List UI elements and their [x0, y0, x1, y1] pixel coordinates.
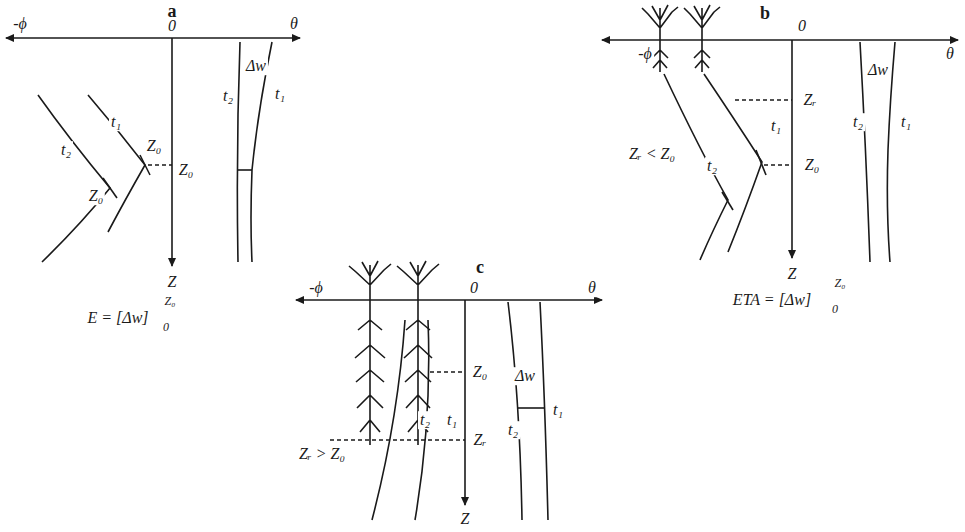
axis-label: t₁ — [445, 411, 459, 429]
axis-label: Z₀ — [471, 363, 489, 381]
axis-label: Z — [166, 273, 179, 291]
axis-label: Zᵣ > Z₀ — [297, 445, 347, 463]
axis-label: θ — [586, 279, 598, 297]
axis-label: Δw — [244, 57, 268, 75]
axis-label: t₁ — [899, 113, 913, 131]
axis-label: t₂ — [221, 87, 235, 105]
axis-label: 0 — [161, 321, 171, 334]
axis-label: t₁ — [109, 113, 123, 131]
axis-label: Z — [786, 265, 799, 283]
axis-label: Z — [459, 510, 472, 528]
axis-label: E = [Δw] — [85, 309, 150, 327]
axis-label: -ϕ — [636, 45, 654, 63]
axis-label: t₂ — [705, 157, 719, 175]
axis-label: 0 — [468, 279, 480, 297]
axis-label: 0 — [830, 303, 840, 316]
axis-label: t₁ — [551, 401, 565, 419]
axis-label: Zᵣ — [472, 431, 489, 449]
axis-label: Δw — [513, 367, 537, 385]
axis-label: θ — [944, 45, 956, 63]
axis-label: Zᵣ — [802, 91, 819, 109]
axis-label: ETA = [Δw] — [731, 291, 813, 309]
axis-label: Z₀ — [145, 137, 163, 155]
axis-label: -ϕ — [307, 279, 325, 297]
axis-label: t₁ — [273, 85, 287, 103]
axis-label: Z₀ — [803, 156, 821, 174]
axis-label: t₂ — [418, 411, 432, 429]
axis-label: Z₀ — [177, 161, 195, 179]
axis-label: -ϕ — [11, 15, 29, 33]
axis-label: Z₀ — [87, 187, 105, 205]
axis-label: Z₀ — [163, 295, 178, 308]
panel-letter: c — [474, 258, 486, 278]
axis-label: t₂ — [506, 421, 520, 439]
axis-label: t₂ — [59, 141, 73, 159]
axis-label: 0 — [796, 17, 808, 35]
axis-label: t₁ — [769, 117, 783, 135]
axis-label: θ — [288, 15, 300, 33]
axis-label: Δw — [866, 61, 890, 79]
axis-label: 0 — [166, 17, 178, 35]
axis-label: Zᵣ < Z₀ — [627, 145, 677, 163]
axis-label: t₂ — [851, 113, 865, 131]
axis-label: Z₀ — [833, 277, 848, 290]
panel-letter: b — [758, 4, 772, 24]
